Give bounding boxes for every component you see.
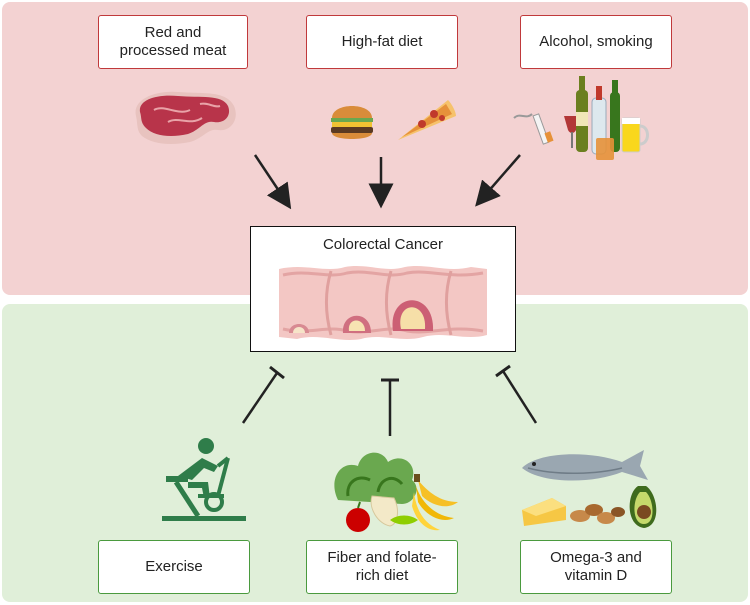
- protective-factor-exercise-label: Exercise: [145, 558, 203, 575]
- steak-icon: [135, 91, 236, 144]
- colon-tumor-icon: [279, 266, 487, 340]
- risk-factor-high-fat-box: High-fat diet: [306, 15, 458, 69]
- risk-factor-alcohol-label: Alcohol, smoking: [539, 33, 653, 50]
- protective-factor-fiber-label: Fiber and folate- rich diet: [327, 549, 437, 584]
- risk-factor-meat-label: Red and processed meat: [119, 24, 227, 59]
- risk-factor-high-fat-label: High-fat diet: [341, 33, 423, 50]
- inhibit-omega-bar: [495, 364, 511, 378]
- inhibit-exercise: [241, 372, 279, 424]
- stationary-bike-icon: [162, 438, 246, 521]
- fish-nuts-avocado-icon: [522, 450, 657, 528]
- alcohol-cigarette-icon: [513, 76, 649, 160]
- arrow-alcohol-to-cancer: [475, 154, 521, 207]
- burger-pizza-icon: [331, 100, 456, 140]
- risk-factor-alcohol-box: Alcohol, smoking: [520, 15, 672, 69]
- colorectal-cancer-label: Colorectal Cancer: [322, 236, 444, 253]
- inhibit-omega: [501, 370, 538, 424]
- risk-factor-meat-box: Red and processed meat: [98, 15, 248, 69]
- protective-factor-exercise-box: Exercise: [98, 540, 250, 594]
- protective-factor-omega-label: Omega-3 and vitamin D: [550, 549, 642, 584]
- colorectal-cancer-box: Colorectal Cancer: [250, 226, 516, 352]
- protective-factor-omega-box: Omega-3 and vitamin D: [520, 540, 672, 594]
- inhibit-exercise-bar: [269, 365, 285, 380]
- protective-factor-fiber-box: Fiber and folate- rich diet: [306, 540, 458, 594]
- arrow-meat-to-cancer: [253, 154, 292, 210]
- vegetables-fruit-icon: [334, 452, 458, 532]
